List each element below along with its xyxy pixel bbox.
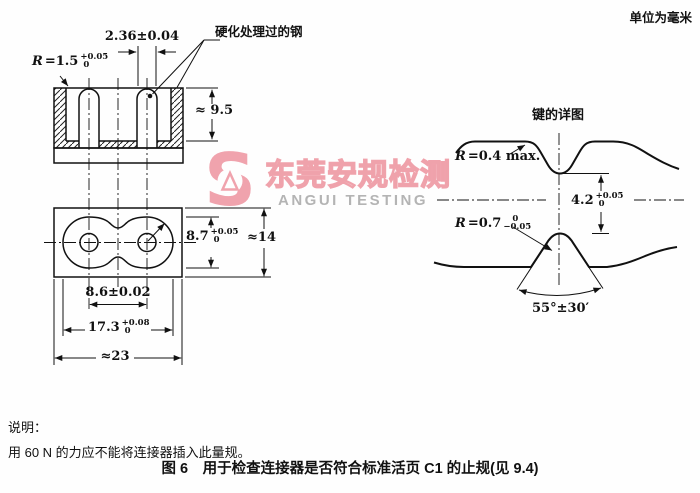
units-note: 单位为毫米 [629, 11, 692, 25]
tolerance-stack: +0.08 0 [121, 317, 150, 336]
radius-leader [59, 75, 69, 87]
dim-value: 4.2 [571, 193, 594, 208]
figure-caption: 图 6 用于检查连接器是否符合标准活页 C1 的止规(见 9.4) [161, 461, 539, 477]
dim-depth-label: ≈ 9.5 [195, 103, 234, 118]
radius-value: =0.7 [467, 216, 502, 231]
dim-opening-width-label: 17.3 +0.08 0 [88, 317, 150, 336]
dim-key-height-label: 4.2 +0.05 0 [571, 190, 624, 209]
dim-body-height-lines [185, 207, 271, 278]
key-detail-view [433, 133, 684, 296]
leader-dot [147, 93, 153, 99]
dim-opening-width-lines [62, 279, 174, 336]
lower-profile-with-key [433, 232, 678, 268]
dim-slot-width-label: 2.36±0.04 [104, 29, 180, 44]
opening-radius-arrow [147, 223, 165, 242]
angle-dimension-lines [516, 241, 604, 296]
dim-opening-height-lines [186, 216, 219, 269]
radius-value: =0.4 max. [467, 149, 541, 164]
dim-hole-pitch-label: 8.6±0.02 [85, 285, 151, 300]
upper-profile-with-groove [455, 140, 680, 175]
tolerance-stack: +0.05 0 [210, 226, 239, 245]
dim-value: 17.3 [88, 320, 120, 335]
dim-key-height-lines [561, 173, 609, 234]
dim-body-width-lines [53, 279, 183, 365]
tolerance-stack: +0.05 0 [80, 51, 109, 70]
radius-top-leader [509, 144, 526, 155]
key-detail-title: 键的详图 [532, 107, 585, 122]
radius-symbol: R [32, 54, 43, 69]
radius-1-5-label: R=1.5 +0.05 0 [32, 51, 109, 70]
dim-opening-height-label: 8.7 +0.05 0 [186, 226, 239, 245]
dim-slot-width-lines [118, 46, 176, 86]
radius-top-label: R=0.4 max. [455, 149, 540, 164]
angle-label: 55°±30′ [532, 301, 590, 316]
dim-depth-lines [186, 87, 218, 142]
radius-symbol: R [455, 216, 466, 231]
key-profiles [433, 140, 680, 268]
note-line-1: 用 60 N 的力应不能将连接器插入此量规。 [8, 445, 251, 460]
dim-body-width-label: ≈23 [100, 349, 130, 364]
gauge-technical-drawing [44, 39, 684, 365]
material-leader-lines [152, 39, 220, 95]
radius-key-label: R=0.7 0 −0.05 [455, 213, 532, 232]
key-centerlines [437, 133, 684, 287]
dim-body-height-label: ≈14 [247, 230, 276, 245]
dim-value: 8.7 [186, 229, 209, 244]
hatched-steel-areas [54, 88, 183, 148]
radius-symbol: R [455, 149, 466, 164]
radius-value: =1.5 [44, 54, 79, 69]
material-label: 硬化处理过的钢 [215, 25, 303, 39]
centerlines [44, 78, 198, 309]
tolerance-stack: +0.05 0 [595, 190, 624, 209]
section-outline [53, 87, 184, 164]
tolerance-stack: 0 −0.05 [503, 213, 532, 232]
notes-heading: 说明： [8, 420, 48, 435]
